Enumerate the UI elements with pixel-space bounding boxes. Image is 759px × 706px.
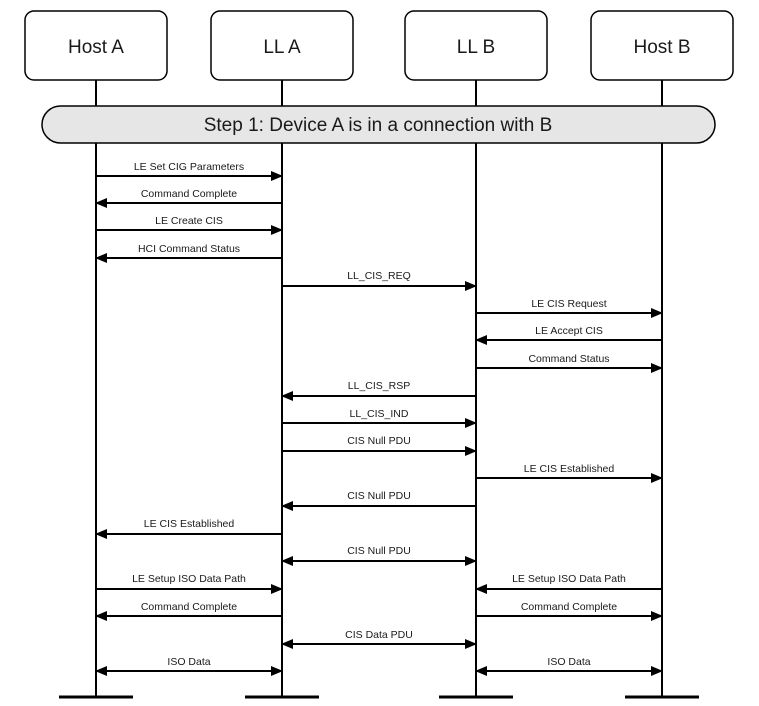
message-label: LE Create CIS bbox=[155, 215, 223, 227]
actor-label-ll-a: LL A bbox=[263, 37, 301, 58]
message-label: Command Complete bbox=[141, 601, 237, 613]
message-label: LE Setup ISO Data Path bbox=[132, 573, 246, 585]
actor-ll-a: LL A bbox=[210, 10, 354, 81]
actor-label-ll-b: LL B bbox=[457, 37, 495, 58]
message-label: LL_CIS_RSP bbox=[348, 380, 410, 392]
message-label: CIS Data PDU bbox=[345, 629, 413, 641]
message-label: CIS Null PDU bbox=[347, 545, 411, 557]
message-label: LE CIS Established bbox=[524, 463, 615, 475]
message-label: LE CIS Request bbox=[531, 298, 606, 310]
message-label: Command Complete bbox=[521, 601, 617, 613]
message-label: LE CIS Established bbox=[144, 518, 235, 530]
actor-ll-b: LL B bbox=[404, 10, 548, 81]
message-label: CIS Null PDU bbox=[347, 435, 411, 447]
message: CIS Null PDU bbox=[281, 545, 477, 566]
message: ISO Data bbox=[95, 656, 283, 676]
actor-host-b: Host B bbox=[590, 10, 734, 81]
message-label: LE Accept CIS bbox=[535, 325, 603, 337]
message-label: LE Setup ISO Data Path bbox=[512, 573, 626, 585]
message: LE CIS Established bbox=[95, 518, 282, 539]
message: Command Complete bbox=[95, 188, 282, 208]
message: LL_CIS_RSP bbox=[281, 380, 476, 401]
step-banner: Step 1: Device A is in a connection with… bbox=[41, 105, 716, 144]
message-label: Command Complete bbox=[141, 188, 237, 200]
message-label: LE Set CIG Parameters bbox=[134, 161, 244, 173]
message: Command Status bbox=[476, 353, 663, 373]
message-label: LL_CIS_IND bbox=[350, 408, 409, 420]
message: HCI Command Status bbox=[95, 243, 282, 263]
message-label: HCI Command Status bbox=[138, 243, 240, 255]
step-label: Step 1: Device A is in a connection with… bbox=[204, 115, 553, 136]
message: Command Complete bbox=[476, 601, 663, 621]
message-label: LL_CIS_REQ bbox=[347, 270, 411, 282]
message: CIS Null PDU bbox=[282, 435, 477, 456]
message: CIS Data PDU bbox=[281, 629, 477, 649]
message: LE Create CIS bbox=[96, 215, 283, 235]
actor-label-host-a: Host A bbox=[68, 37, 124, 58]
message-label: CIS Null PDU bbox=[347, 490, 411, 502]
message: ISO Data bbox=[475, 656, 663, 676]
message-label: ISO Data bbox=[547, 656, 590, 668]
message: LE CIS Established bbox=[476, 463, 663, 483]
actor-host-a: Host A bbox=[24, 10, 168, 81]
message-label: ISO Data bbox=[167, 656, 210, 668]
message: LL_CIS_IND bbox=[282, 408, 477, 428]
message: CIS Null PDU bbox=[281, 490, 476, 511]
actor-label-host-b: Host B bbox=[633, 37, 690, 58]
message-label: Command Status bbox=[528, 353, 609, 365]
message: LE Setup ISO Data Path bbox=[96, 573, 283, 594]
message: LE CIS Request bbox=[476, 298, 663, 318]
message: Command Complete bbox=[95, 601, 282, 621]
message: LE Accept CIS bbox=[475, 325, 662, 345]
message: LE Set CIG Parameters bbox=[96, 161, 283, 181]
message: LL_CIS_REQ bbox=[282, 270, 477, 291]
message: LE Setup ISO Data Path bbox=[475, 573, 662, 594]
